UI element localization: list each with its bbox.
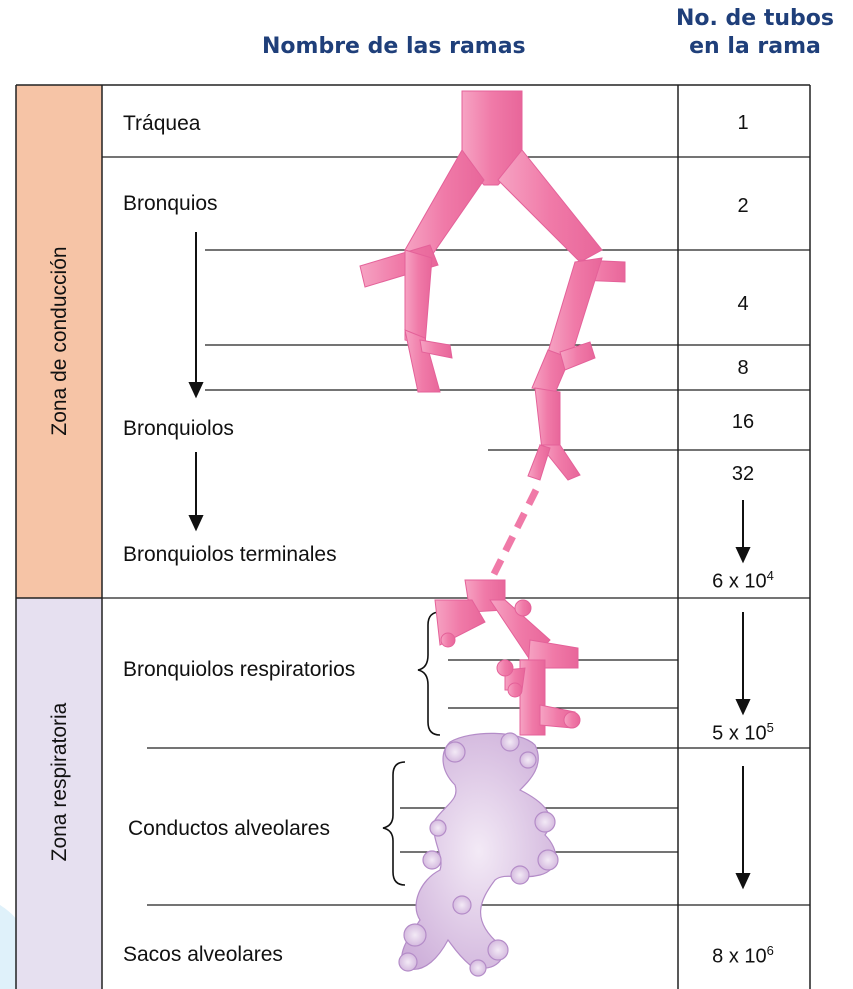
label-sacos-alveolares: Sacos alveolares — [123, 943, 283, 967]
count-arrow-1 — [737, 500, 749, 561]
brace-alveolar-ducts — [383, 762, 405, 885]
tube-count-header: No. de tubos en la rama — [665, 5, 845, 61]
count-4: 4 — [678, 293, 808, 316]
count-2: 2 — [678, 195, 808, 218]
respiratory-bronchiole-illustration — [435, 580, 580, 735]
count-terminal-base: 6 x 10 — [712, 571, 766, 593]
count-terminal: 6 x 104 — [678, 568, 808, 594]
count-32: 32 — [678, 463, 808, 486]
label-conductos-alveolares: Conductos alveolares — [128, 817, 330, 841]
respiratory-zone-label: Zona respiratoria — [48, 657, 72, 907]
count-arrow-2 — [737, 612, 749, 713]
count-respiratory-base: 5 x 10 — [712, 723, 766, 745]
conduction-zone-label: Zona de conducción — [48, 216, 72, 466]
count-sacs: 8 x 106 — [678, 943, 808, 969]
count-1: 1 — [678, 112, 808, 135]
alveolar-sacs-illustration — [399, 733, 558, 976]
label-traquea: Tráquea — [123, 112, 200, 136]
label-bronquiolos: Bronquiolos — [123, 417, 234, 441]
count-respiratory: 5 x 105 — [678, 720, 808, 746]
count-sacs-base: 8 x 10 — [712, 946, 766, 968]
branching-arrow-2 — [190, 452, 202, 529]
brace-respiratory-bronchioles — [418, 612, 440, 735]
count-16: 16 — [678, 411, 808, 434]
tube-count-header-line2: en la rama — [665, 33, 845, 61]
tube-count-header-line1: No. de tubos — [665, 5, 845, 33]
label-bronquiolos-respiratorios: Bronquiolos respiratorios — [123, 658, 355, 682]
branching-arrow-1 — [190, 232, 202, 396]
airway-tree-illustration — [360, 91, 625, 480]
label-bronquios: Bronquios — [123, 192, 218, 216]
count-sacs-exp: 6 — [767, 943, 774, 958]
branch-names-header: Nombre de las ramas — [262, 34, 526, 59]
count-respiratory-exp: 5 — [767, 720, 774, 735]
count-8: 8 — [678, 357, 808, 380]
dashed-continuation — [492, 490, 536, 578]
count-arrow-3 — [737, 766, 749, 887]
count-terminal-exp: 4 — [767, 568, 774, 583]
label-bronquiolos-terminales: Bronquiolos terminales — [123, 543, 337, 567]
